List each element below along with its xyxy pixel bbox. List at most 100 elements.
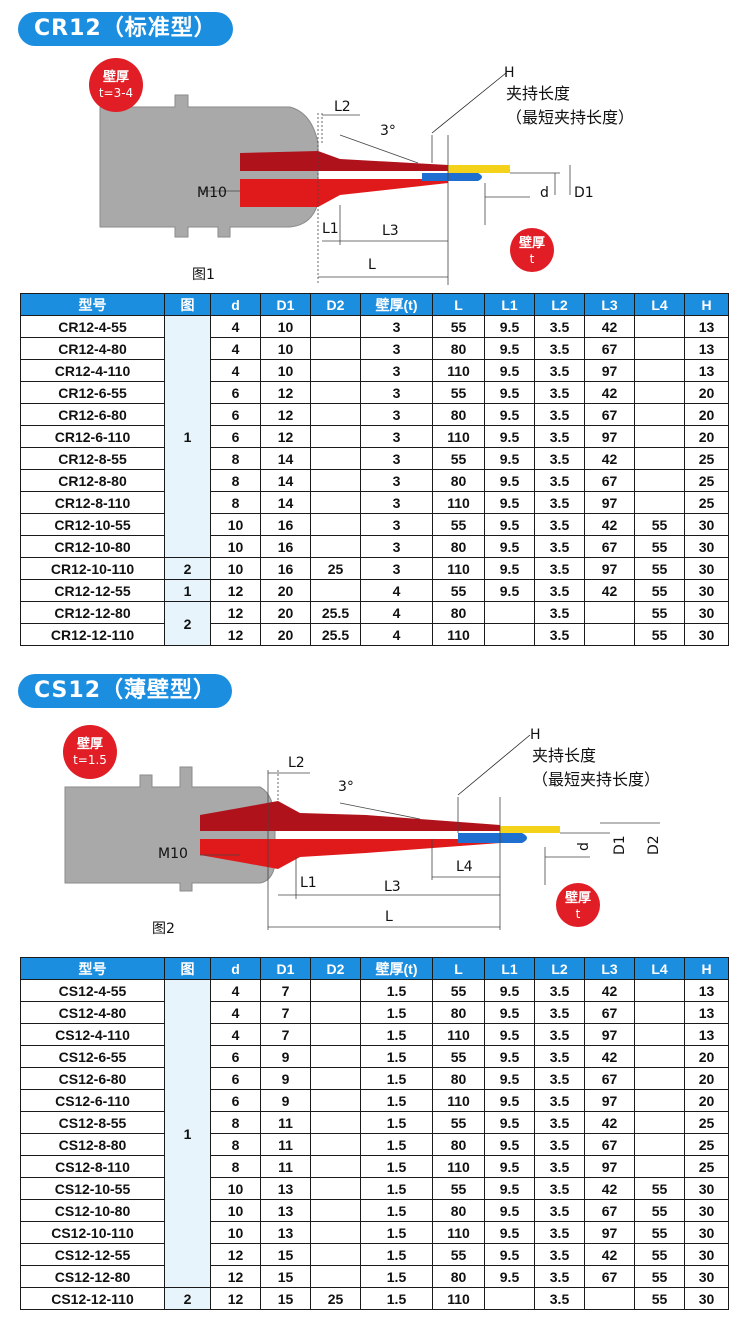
cell-l1: 9.5 [484, 535, 535, 558]
cell-l3: 97 [584, 1155, 635, 1178]
cell-l2: 3.5 [534, 447, 585, 470]
cell-l2: 3.5 [534, 601, 585, 624]
cell-d2 [310, 447, 361, 470]
cell-l3: 97 [584, 491, 635, 514]
cell-l4 [634, 447, 685, 470]
cell-d: 4 [210, 337, 261, 360]
cell-d: 10 [210, 1199, 261, 1222]
cell-d2: 25 [310, 1287, 361, 1310]
cell-l: 55 [432, 447, 485, 470]
cell-l3: 97 [584, 359, 635, 382]
column-header: L1 [484, 957, 535, 980]
cell-h: 30 [684, 513, 729, 536]
cell-t: 1.5 [360, 1199, 433, 1222]
cell-l4 [634, 1067, 685, 1090]
cell-l4: 55 [634, 1243, 685, 1266]
column-header: 壁厚(t) [360, 957, 433, 980]
label-angle: 3° [338, 779, 354, 795]
cell-l3: 67 [584, 403, 635, 426]
cell-l4: 55 [634, 579, 685, 602]
cell-h: 30 [684, 1221, 729, 1244]
cell-d2 [310, 1265, 361, 1288]
figure-cell: 2 [164, 601, 211, 646]
cell-l: 55 [432, 1243, 485, 1266]
cell-l2: 3.5 [534, 579, 585, 602]
cell-l4 [634, 469, 685, 492]
tool-yellow [500, 826, 560, 833]
model-cell: CS12-12-55 [20, 1243, 165, 1266]
label-L2: L2 [334, 99, 351, 115]
cell-l3: 42 [584, 513, 635, 536]
fig-caption: 图1 [192, 267, 215, 283]
cell-l1: 9.5 [484, 1045, 535, 1068]
cell-l3: 42 [584, 1111, 635, 1134]
model-cell: CR12-12-110 [20, 623, 165, 646]
cell-l3 [584, 1287, 635, 1310]
cell-l2: 3.5 [534, 1155, 585, 1178]
cell-l3: 67 [584, 535, 635, 558]
cell-d1: 12 [260, 403, 311, 426]
cell-d: 12 [210, 579, 261, 602]
cell-d: 6 [210, 381, 261, 404]
cell-l4 [634, 381, 685, 404]
cell-d: 12 [210, 1287, 261, 1310]
small-badge-line2: t [576, 907, 581, 921]
cell-h: 30 [684, 1287, 729, 1310]
cell-l: 55 [432, 1045, 485, 1068]
cell-l1 [484, 601, 535, 624]
model-cell: CR12-4-55 [20, 315, 165, 338]
cell-d2 [310, 1089, 361, 1112]
cell-l2: 3.5 [534, 1177, 585, 1200]
cell-l3: 42 [584, 579, 635, 602]
cell-l2: 3.5 [534, 1089, 585, 1112]
model-cell: CS12-8-55 [20, 1111, 165, 1134]
model-cell: CR12-12-55 [20, 579, 165, 602]
cell-t: 3 [360, 403, 433, 426]
cell-l4 [634, 337, 685, 360]
cell-l4 [634, 359, 685, 382]
cell-t: 4 [360, 579, 433, 602]
cell-l3: 97 [584, 1221, 635, 1244]
cell-l4: 55 [634, 557, 685, 580]
cell-t: 1.5 [360, 1045, 433, 1068]
cell-l3 [584, 623, 635, 646]
small-badge-line1: 壁厚 [565, 890, 591, 906]
column-header: L4 [634, 957, 685, 980]
cell-h: 30 [684, 557, 729, 580]
cell-l2: 3.5 [534, 535, 585, 558]
collet-top [200, 801, 500, 831]
label-L3: L3 [384, 879, 401, 895]
cell-h: 13 [684, 979, 729, 1002]
model-cell: CS12-8-110 [20, 1155, 165, 1178]
cell-h: 25 [684, 1155, 729, 1178]
cell-d: 10 [210, 535, 261, 558]
cell-d1: 7 [260, 979, 311, 1002]
cell-d2 [310, 535, 361, 558]
label-L: L [385, 909, 393, 925]
label-clamp-title: 夹持长度 [506, 84, 570, 103]
label-H: H [530, 727, 541, 743]
cell-d2: 25 [310, 557, 361, 580]
cell-d2 [310, 1001, 361, 1024]
cell-d: 6 [210, 1067, 261, 1090]
model-cell: CR12-4-110 [20, 359, 165, 382]
label-clamp-sub: （最短夹持长度） [532, 770, 660, 789]
cell-h: 13 [684, 1023, 729, 1046]
collet-top [240, 151, 448, 171]
cell-l1: 9.5 [484, 979, 535, 1002]
cell-l3: 67 [584, 1133, 635, 1156]
cell-d: 6 [210, 425, 261, 448]
cell-h: 20 [684, 1089, 729, 1112]
cell-l2: 3.5 [534, 1023, 585, 1046]
cell-l2: 3.5 [534, 979, 585, 1002]
label-clamp-title: 夹持长度 [532, 746, 596, 765]
cell-l4: 55 [634, 1265, 685, 1288]
cell-h: 25 [684, 1111, 729, 1134]
